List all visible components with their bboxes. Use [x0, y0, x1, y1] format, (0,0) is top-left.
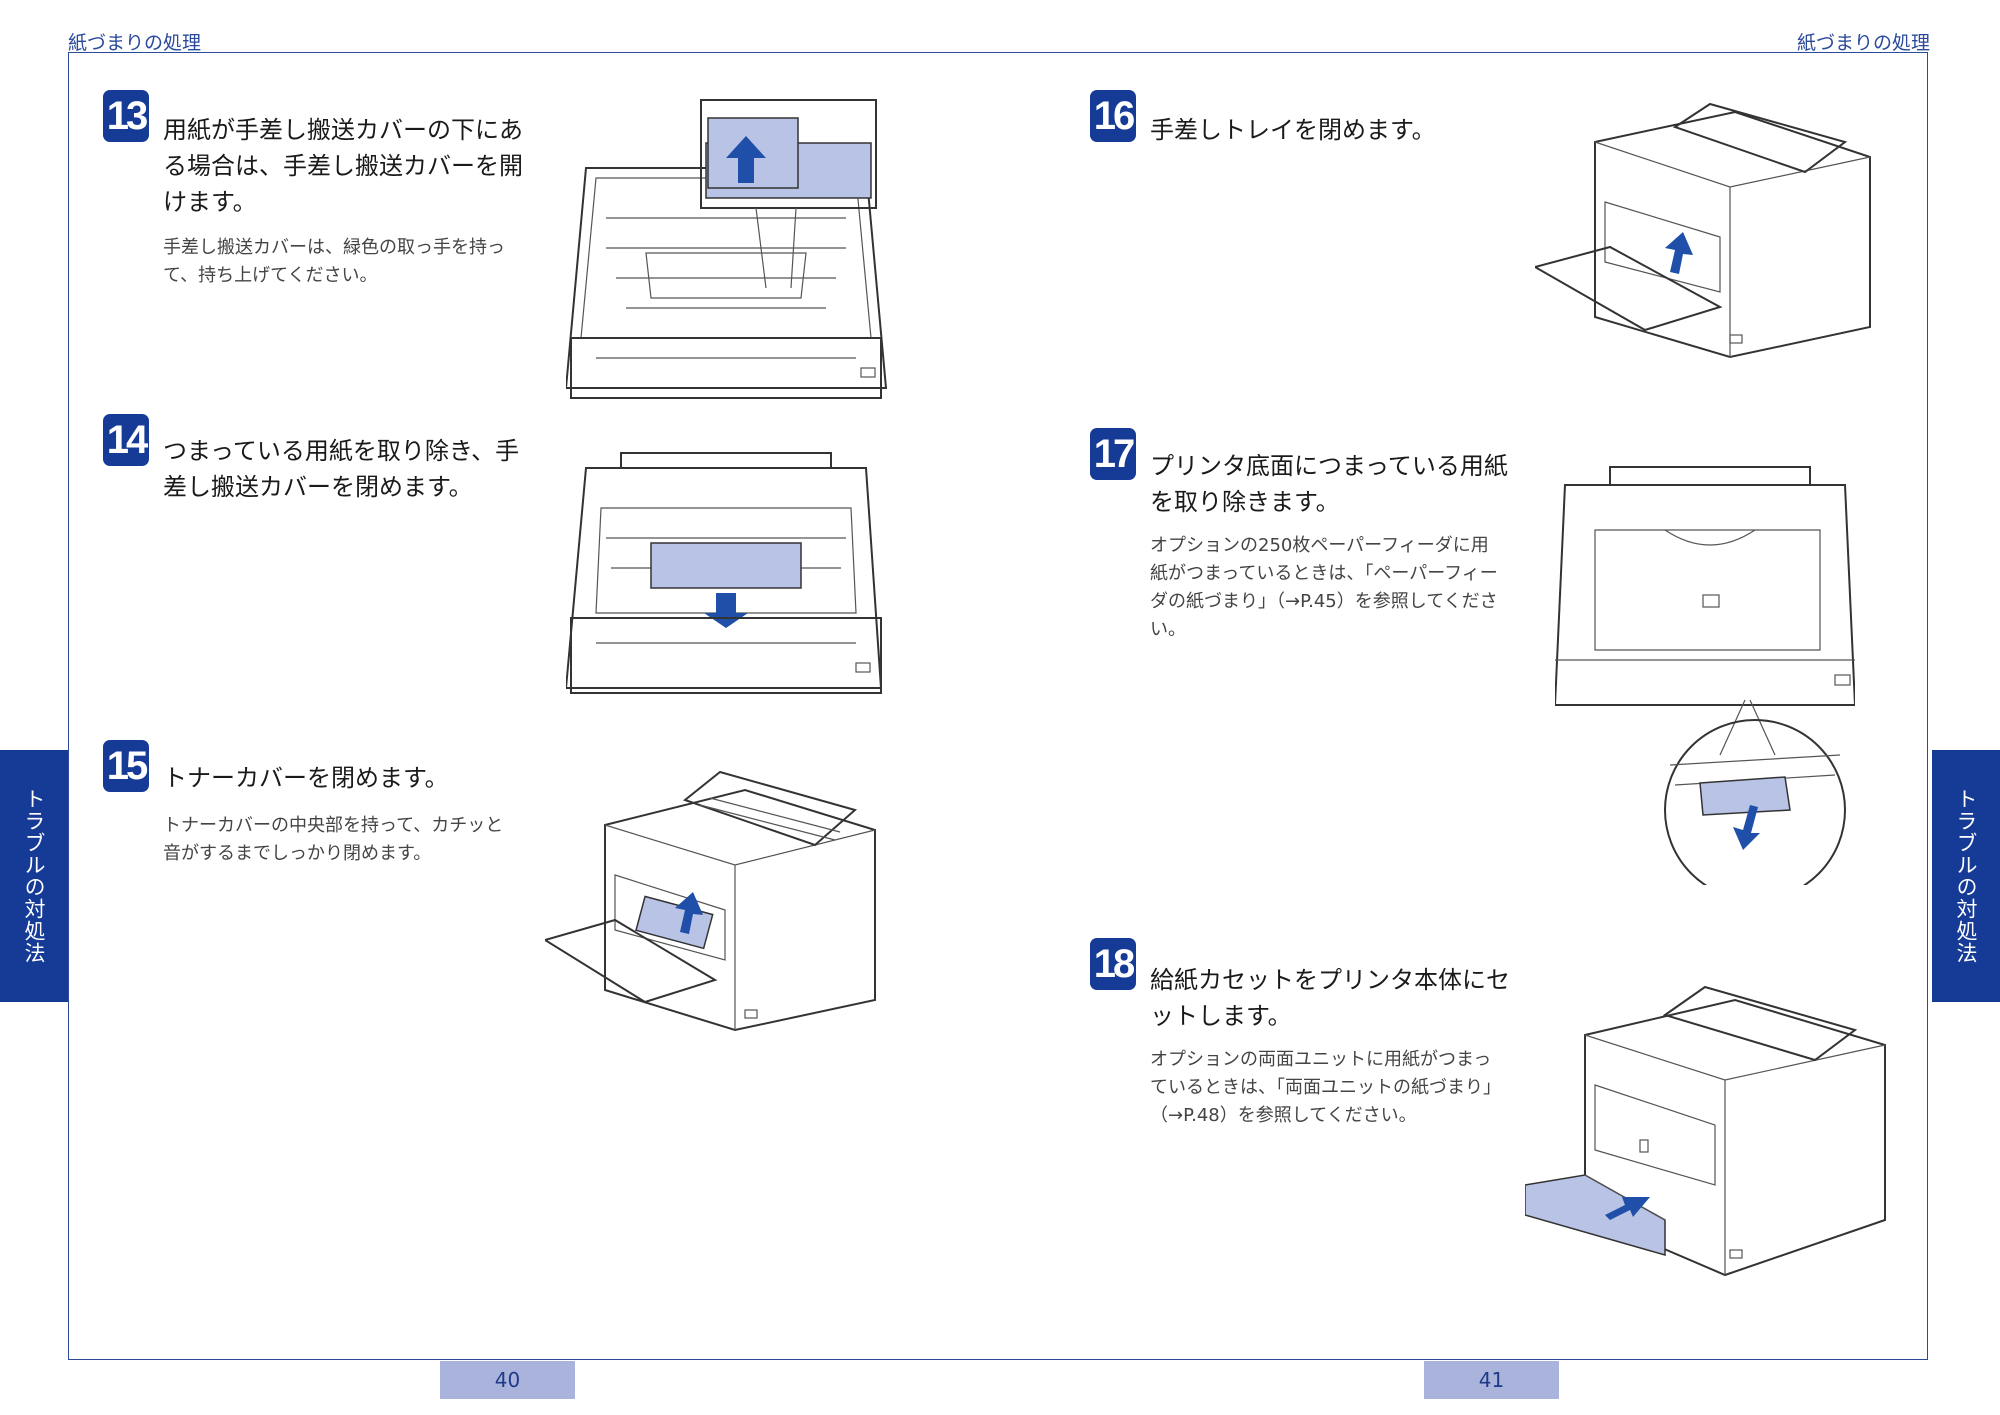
- step-17-badge: 17: [1090, 428, 1136, 480]
- step-14-badge: 14: [103, 414, 149, 466]
- step-18-badge: 18: [1090, 938, 1136, 990]
- page-frame: [68, 52, 1928, 1360]
- step-18-description: オプションの両面ユニットに用紙がつまっているときは、「両面ユニットの紙づまり」（…: [1150, 1049, 1492, 1126]
- step-15-badge: 15: [103, 740, 149, 792]
- step-15-description: トナーカバーの中央部を持って、カチッと音がするまでしっかり閉めます。: [163, 815, 504, 864]
- step-14-illustration: [564, 448, 886, 702]
- step-14-title: つまっている用紙を取り除き、手差し搬送カバーを閉めます。: [163, 437, 520, 501]
- step-13-description: 手差し搬送カバーは、緑色の取っ手を持って、持ち上げてください。: [163, 237, 505, 286]
- step-13-title: 用紙が手差し搬送カバーの下にある場合は、手差し搬送カバーを開けます。: [163, 116, 523, 216]
- step-17-illustration: [1553, 465, 1857, 901]
- step-16-badge: 16: [1090, 90, 1136, 142]
- page-number-left: 40: [440, 1361, 575, 1399]
- step-16-title: 手差しトレイを閉めます。: [1150, 116, 1436, 144]
- step-13-badge: 13: [103, 90, 149, 142]
- step-15-illustration: [542, 770, 915, 1039]
- running-header-left: 紙づまりの処理: [68, 32, 202, 54]
- page-number-right: 41: [1424, 1361, 1559, 1399]
- step-18-illustration: [1524, 985, 1895, 1284]
- step-18-title: 給紙カセットをプリンタ本体にセットします。: [1150, 966, 1510, 1030]
- running-header-right: 紙づまりの処理: [1796, 32, 1930, 54]
- step-13-illustration: [564, 98, 896, 412]
- step-16-illustration: [1532, 102, 1895, 366]
- step-17-title: プリンタ底面につまっている用紙を取り除きます。: [1150, 452, 1508, 516]
- side-tab-left[interactable]: トラブルの対処法: [0, 750, 68, 1002]
- step-17-description: オプションの250枚ペーパーフィーダに用紙がつまっているときは、「ペーパーフィー…: [1150, 535, 1498, 640]
- step-15-title: トナーカバーを閉めます。: [163, 764, 449, 792]
- side-tab-right[interactable]: トラブルの対処法: [1932, 750, 2000, 1002]
